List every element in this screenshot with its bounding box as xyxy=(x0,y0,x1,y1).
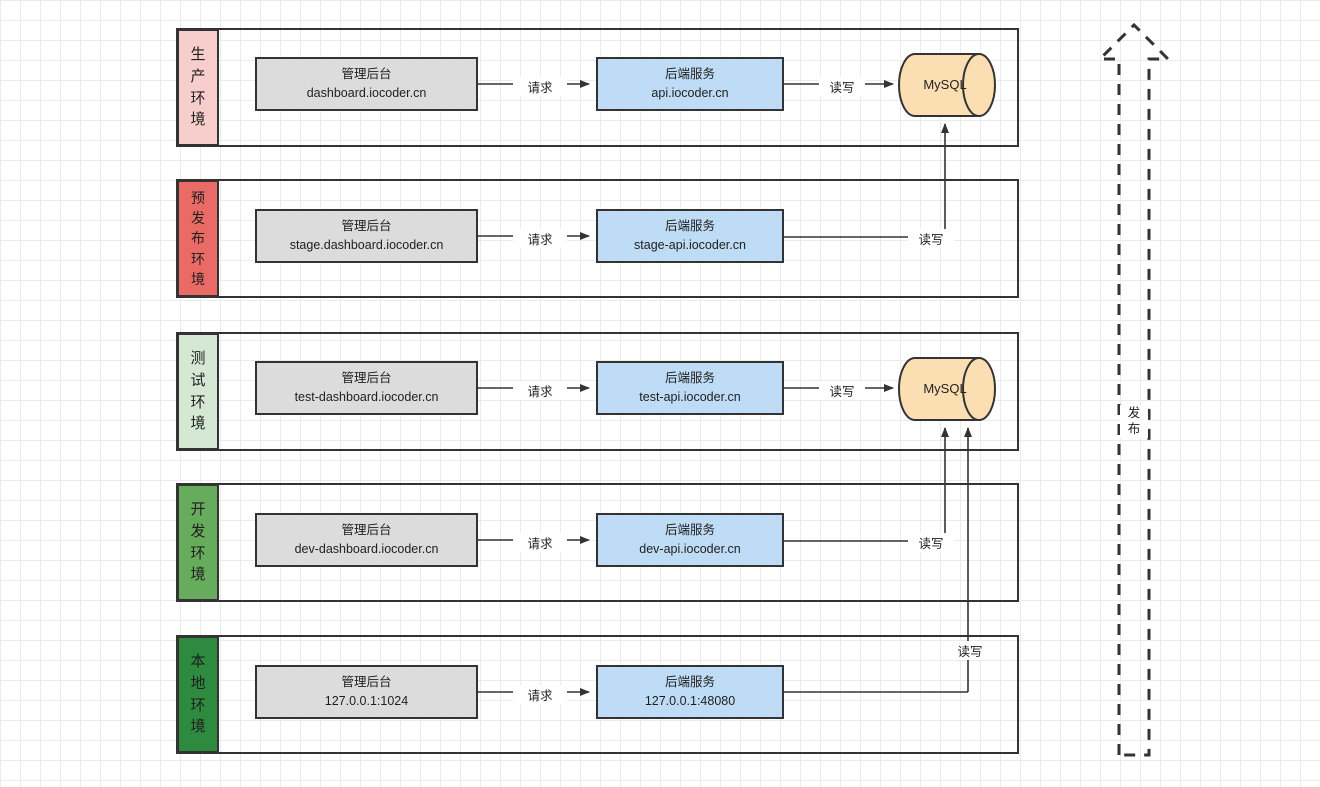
service-label-staging: 后端服务 stage-api.iocoder.cn xyxy=(634,219,746,252)
admin-box-local[interactable] xyxy=(255,665,478,719)
admin-label-production: 管理后台 dashboard.iocoder.cn xyxy=(306,67,427,100)
admin-label-test: 管理后台 test-dashboard.iocoder.cn xyxy=(294,371,439,404)
edge-label-request-staging: 请求 xyxy=(513,229,567,248)
service-box-test[interactable] xyxy=(596,361,784,415)
env-row-test xyxy=(176,332,1019,692)
edge-label-readwrite-staging: 读写 xyxy=(908,229,954,248)
env-band-production xyxy=(177,29,219,146)
database-test[interactable] xyxy=(898,357,996,421)
service-box-development[interactable] xyxy=(596,513,784,567)
admin-label-staging: 管理后台 stage.dashboard.iocoder.cn xyxy=(289,219,444,252)
env-row-staging xyxy=(176,179,1019,298)
env-band-label-test: 测 试 环 境 xyxy=(190,350,206,433)
edge-label-request-production: 请求 xyxy=(513,77,567,96)
edge-label-readwrite-development: 读写 xyxy=(908,533,954,552)
env-band-label-production: 生 产 环 境 xyxy=(190,46,206,129)
service-label-local: 后端服务 127.0.0.1:48080 xyxy=(644,675,736,708)
admin-box-production[interactable] xyxy=(255,57,478,111)
env-band-label-local: 本 地 环 境 xyxy=(190,653,206,736)
edge-label-request-development: 请求 xyxy=(513,533,567,552)
env-band-label-development: 开 发 环 境 xyxy=(190,501,206,584)
edge-label-readwrite-test: 读写 xyxy=(819,381,865,400)
env-band-label-staging: 预 发 布 环 境 xyxy=(191,189,205,287)
admin-box-test[interactable] xyxy=(255,361,478,415)
env-band-development xyxy=(177,484,219,601)
env-row-development xyxy=(176,483,1019,602)
env-row-local xyxy=(176,635,1019,754)
admin-label-local: 管理后台 127.0.0.1:1024 xyxy=(324,675,409,708)
env-row-production xyxy=(176,28,1019,237)
database-label-production: MySQL xyxy=(923,77,967,92)
database-label-test: MySQL xyxy=(923,381,967,396)
edge-label-readwrite-production: 读写 xyxy=(819,77,865,96)
service-label-test: 后端服务 test-api.iocoder.cn xyxy=(639,371,741,404)
env-band-local xyxy=(177,636,219,753)
edge-label-readwrite-local: 读写 xyxy=(947,641,993,660)
service-box-local[interactable] xyxy=(596,665,784,719)
edge-label-request-local: 请求 xyxy=(513,685,567,704)
admin-box-development[interactable] xyxy=(255,513,478,567)
service-label-development: 后端服务 dev-api.iocoder.cn xyxy=(639,523,741,556)
edge-label-request-test: 请求 xyxy=(513,381,567,400)
service-box-staging[interactable] xyxy=(596,209,784,263)
release-arrow-label: 发 布 xyxy=(1120,405,1148,438)
env-band-test xyxy=(177,333,219,450)
service-label-production: 后端服务 api.iocoder.cn xyxy=(651,67,729,100)
admin-label-development: 管理后台 dev-dashboard.iocoder.cn xyxy=(294,523,439,556)
release-arrow xyxy=(1096,22,1172,757)
env-band-staging xyxy=(177,180,219,297)
database-production[interactable] xyxy=(898,53,996,117)
